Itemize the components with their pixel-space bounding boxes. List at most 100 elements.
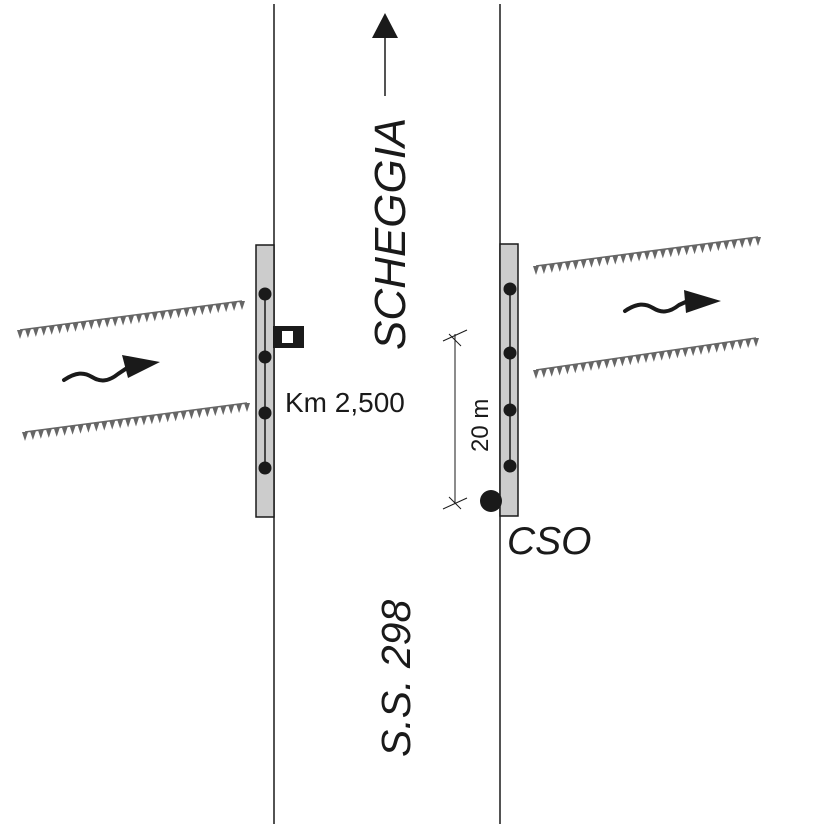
hatch-tick <box>148 415 155 425</box>
hatch-tick <box>212 407 219 417</box>
hatch-tick <box>619 357 626 367</box>
guardrail-right <box>499 243 519 517</box>
hatch-tick <box>188 410 195 420</box>
wavy-arrow-right-icon <box>62 355 160 383</box>
direction-label: SCHEGGIA <box>366 118 415 350</box>
hatch-tick <box>707 243 714 253</box>
hatch-tick <box>231 302 238 312</box>
hatch-tick <box>180 411 187 421</box>
hatch-tick <box>85 423 92 433</box>
hatch-tick <box>228 405 235 415</box>
hatch-tick <box>159 311 166 321</box>
hatch-tick <box>133 417 139 427</box>
hatch-tick <box>580 363 587 373</box>
hatch-tick <box>156 414 163 424</box>
hatch-tick <box>564 261 571 271</box>
hatch-tick <box>172 412 179 422</box>
hatch-tick <box>183 308 190 318</box>
hatch-tick <box>572 260 579 270</box>
hatch-tick <box>53 427 60 437</box>
hatch-tick <box>117 419 124 429</box>
hatch-tick <box>196 409 203 419</box>
hatch-tick <box>112 317 119 327</box>
hatch-tick <box>651 250 658 260</box>
hatch-tick <box>128 315 134 325</box>
hatch-tick <box>204 408 211 418</box>
distance-dimension <box>442 329 468 510</box>
hatch-tick <box>556 262 563 272</box>
hatch-tick <box>588 362 594 371</box>
distance-label: 20 m <box>467 399 494 452</box>
hatch-tick <box>32 327 39 337</box>
hatch-tick <box>540 368 547 378</box>
hatch-tick <box>135 314 142 324</box>
hatch-tick <box>61 426 68 436</box>
hatch-tick <box>595 360 602 370</box>
hatch-tick <box>88 320 95 330</box>
filled-circle-icon <box>480 490 502 512</box>
hatch-tick <box>721 342 728 352</box>
hatch-tick <box>77 424 84 434</box>
hatch-tick <box>635 355 642 365</box>
hatch-tick <box>713 343 720 353</box>
hatch-tick <box>745 339 752 349</box>
ditch-right-bottom <box>533 337 759 379</box>
ditch-left-top <box>17 300 245 339</box>
arrow-up-icon <box>372 13 398 96</box>
hatch-tick <box>109 420 116 430</box>
hatch-tick <box>691 245 698 255</box>
hatch-tick <box>620 254 627 264</box>
hatch-tick <box>753 338 759 347</box>
hatch-tick <box>572 364 579 374</box>
square-marker-icon <box>273 326 304 348</box>
kilometre-label: Km 2,500 <box>285 387 405 418</box>
hatch-tick <box>564 365 571 375</box>
hatch-tick <box>223 303 230 313</box>
hatch-tick <box>636 252 643 262</box>
hatch-tick <box>207 305 214 315</box>
hatch-tick <box>48 325 55 335</box>
guardrail-left <box>255 244 275 518</box>
hatch-tick <box>666 350 673 360</box>
hatch-tick <box>705 344 712 354</box>
hatch-tick <box>548 263 555 273</box>
hatch-tick <box>151 312 158 322</box>
hatch-tick <box>699 244 706 254</box>
hatch-tick <box>723 241 730 251</box>
hatch-tick <box>658 351 665 361</box>
hatch-tick <box>215 304 222 314</box>
point-label: CSO <box>507 520 592 563</box>
hatch-tick <box>650 352 657 362</box>
hatch-tick <box>175 309 182 319</box>
hatch-tick <box>40 326 47 336</box>
hatch-tick <box>755 237 761 246</box>
hatch-tick <box>64 323 71 333</box>
hatch-tick <box>24 328 31 338</box>
hatch-tick <box>731 240 738 250</box>
hatch-tick <box>556 366 563 376</box>
hatch-tick <box>239 301 245 310</box>
hatch-tick <box>72 322 79 332</box>
hatch-tick <box>236 404 243 414</box>
hatch-tick <box>120 316 127 326</box>
hatch-tick <box>93 422 100 432</box>
hatch-tick <box>22 432 28 441</box>
hatch-tick <box>739 239 746 249</box>
hatch-tick <box>682 348 689 358</box>
hatch-tick <box>199 306 206 316</box>
hatch-tick <box>191 307 198 317</box>
hatch-tick <box>675 247 682 257</box>
hatch-tick <box>29 430 36 440</box>
hatch-tick <box>45 428 52 438</box>
hatch-tick <box>164 413 171 423</box>
hatch-tick <box>747 238 754 248</box>
hatch-tick <box>37 429 44 439</box>
hatch-tick <box>683 246 690 256</box>
hatch-tick <box>244 403 250 412</box>
hatch-tick <box>533 370 539 379</box>
hatch-tick <box>143 313 150 323</box>
hatch-tick <box>167 310 174 320</box>
hatch-tick <box>715 242 722 252</box>
